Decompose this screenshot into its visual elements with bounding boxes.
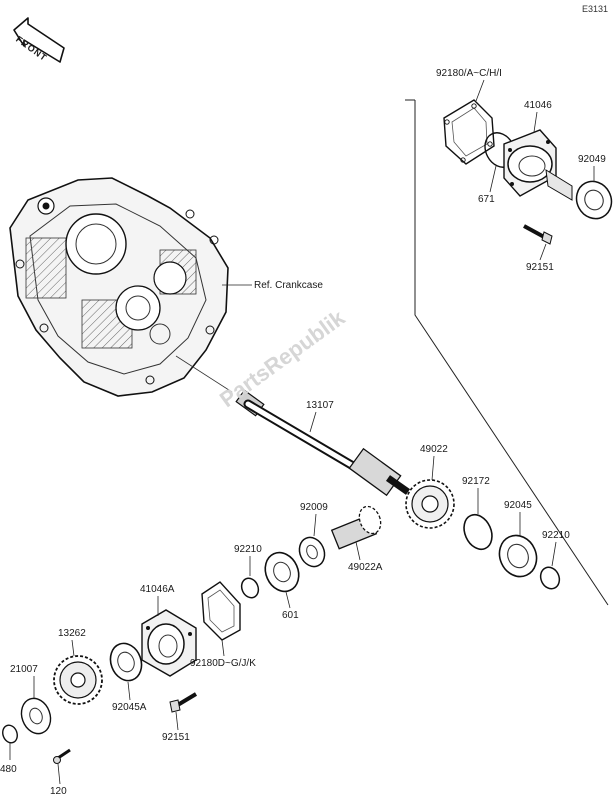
part-label-21007[interactable]: 21007	[10, 664, 38, 675]
part-92210-circlip-right	[539, 566, 561, 590]
part-92049-oil-seal	[575, 180, 613, 220]
part-label-92049[interactable]: 92049	[578, 154, 606, 165]
leader-92151-upper	[539, 243, 547, 261]
part-label-49022a[interactable]: 49022A	[348, 562, 383, 573]
part-label-120[interactable]: 120	[50, 786, 67, 797]
part-49022a-pinion	[330, 505, 382, 550]
part-480-ring	[2, 724, 18, 744]
leader-92045a	[127, 681, 131, 701]
leader-49022	[431, 455, 435, 481]
part-label-92009[interactable]: 92009	[300, 502, 328, 513]
part-label-480[interactable]: 480	[0, 764, 17, 775]
part-label-41046a[interactable]: 41046A	[140, 584, 175, 595]
part-label-92210-left[interactable]: 92210	[234, 544, 262, 555]
part-label-41046[interactable]: 41046	[524, 100, 552, 111]
group-bracket-upper	[414, 100, 609, 606]
part-label-92210-right[interactable]: 92210	[542, 530, 570, 541]
part-49022-gear	[405, 479, 455, 529]
leader-92180-upper	[475, 79, 485, 102]
leader-92210-right	[551, 541, 557, 567]
part-41046a-housing	[141, 609, 197, 677]
diagram-code: E3131	[582, 4, 609, 14]
leader-13262	[71, 639, 75, 657]
part-label-92180-upper[interactable]: 92180/A~C/H/I	[436, 68, 502, 79]
part-label-671[interactable]: 671	[478, 194, 495, 205]
part-label-92045[interactable]: 92045	[504, 500, 532, 511]
part-13107-shaft	[235, 389, 411, 497]
shaft-center-line	[175, 355, 233, 393]
leader-601	[285, 591, 291, 609]
part-label-13107[interactable]: 13107	[306, 400, 334, 411]
front-arrow-icon	[13, 17, 65, 63]
part-21007-plate	[20, 697, 52, 735]
part-92180-gasket-lower	[201, 581, 241, 641]
part-92045a-bearing	[109, 642, 143, 682]
part-92045-bearing	[498, 534, 538, 578]
part-120-screw	[53, 748, 71, 764]
part-label-92151-lower[interactable]: 92151	[162, 732, 190, 743]
part-92180-gasket-upper	[443, 99, 495, 165]
part-92151-bolt-upper	[523, 224, 553, 245]
ref-crankcase-label: Ref. Crankcase	[254, 280, 323, 291]
leader-120	[57, 763, 61, 785]
part-92210-circlip-left	[240, 577, 260, 599]
leader-49022a	[355, 541, 361, 561]
part-label-92151-upper[interactable]: 92151	[526, 262, 554, 273]
part-92172-spacer	[463, 513, 493, 551]
leader-41046	[533, 111, 538, 133]
leader-92151-lower	[175, 711, 179, 731]
crankcase	[9, 177, 229, 397]
part-label-92180-lower[interactable]: 92180D~G/J/K	[190, 658, 256, 669]
leader-92009	[313, 513, 317, 537]
part-92151-bolt-lower	[169, 692, 198, 713]
part-label-601[interactable]: 601	[282, 610, 299, 621]
part-41046-housing	[503, 129, 573, 201]
part-label-92172[interactable]: 92172	[462, 476, 490, 487]
leader-13107	[309, 411, 317, 433]
leader-671	[489, 165, 497, 193]
leader-92180-lower	[221, 639, 225, 657]
part-label-13262[interactable]: 13262	[58, 628, 86, 639]
part-label-49022[interactable]: 49022	[420, 444, 448, 455]
part-92009-nut	[298, 536, 326, 568]
part-601-bearing	[264, 551, 300, 593]
part-13262-gear	[53, 655, 103, 705]
part-label-92045a[interactable]: 92045A	[112, 702, 147, 713]
